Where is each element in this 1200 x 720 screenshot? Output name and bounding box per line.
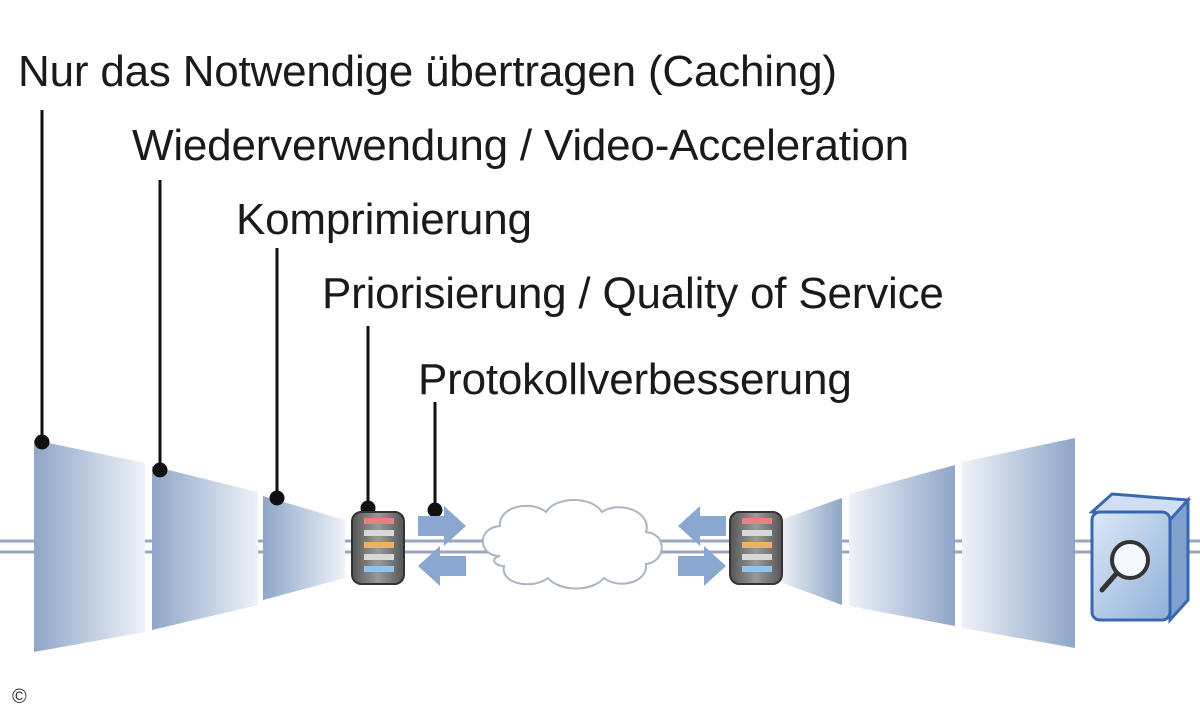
left-optimizer-device — [351, 511, 405, 585]
label-protocol-improvement: Protokollverbesserung — [418, 355, 852, 404]
leader-lines — [34, 110, 443, 518]
copyright-mark: © — [12, 686, 27, 708]
label-prioritization-qos: Priorisierung / Quality of Service — [322, 269, 944, 318]
label-caching: Nur das Notwendige übertragen (Caching) — [18, 47, 837, 96]
magnifier-box-icon — [1088, 492, 1192, 624]
network-cloud-icon — [481, 499, 663, 590]
funnel-block-right-3 — [962, 438, 1075, 648]
funnel-block-right-1 — [780, 498, 842, 605]
label-compression: Komprimierung — [236, 195, 532, 244]
left-bidirectional-arrows — [418, 506, 466, 586]
funnel-block-reuse — [152, 466, 258, 630]
right-optimizer-device — [729, 511, 783, 585]
label-reuse-video-acceleration: Wiederverwendung / Video-Acceleration — [132, 121, 909, 170]
funnel-block-compression — [263, 496, 345, 600]
funnel-block-caching — [34, 440, 145, 652]
funnel-block-right-2 — [849, 465, 955, 626]
right-bidirectional-arrows — [678, 506, 726, 586]
